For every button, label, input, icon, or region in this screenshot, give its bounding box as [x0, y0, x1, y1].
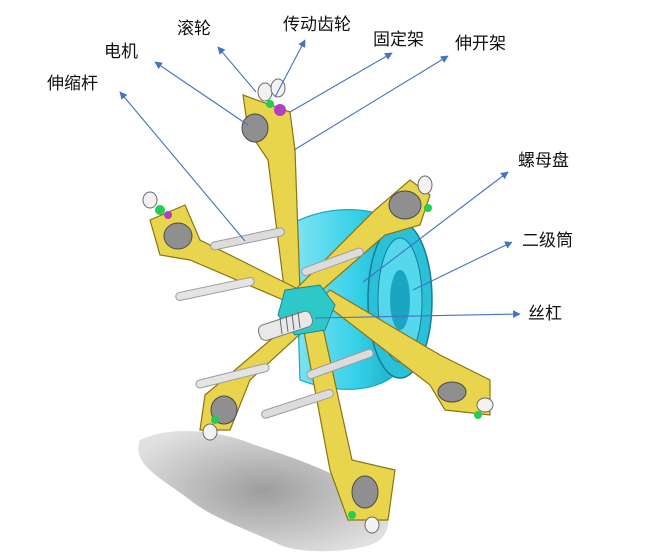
drive-gears: [155, 100, 482, 519]
leader-motor: [154, 61, 249, 126]
label-lead-screw: 丝杠: [528, 304, 562, 324]
label-fixed-frame: 固定架: [373, 30, 424, 50]
leader-roller: [217, 46, 257, 93]
leader-nut-plate: [362, 171, 509, 283]
label-secondary-cylinder: 二级筒: [522, 231, 573, 251]
motors: [163, 113, 467, 509]
label-drive-gear: 传动齿轮: [283, 15, 351, 35]
leader-telescopic-rod: [119, 91, 246, 242]
label-motor: 电机: [104, 42, 138, 62]
leader-lead-screw: [314, 310, 521, 319]
label-roller: 滚轮: [177, 19, 211, 39]
leader-extension-frame: [293, 55, 449, 151]
leader-drive-gear: [274, 39, 306, 98]
telescopic-rods: [175, 227, 374, 419]
central-hub: [257, 284, 336, 341]
leader-fixed-frame: [289, 52, 393, 113]
leader-secondary-cylinder: [412, 241, 513, 291]
label-telescopic-rod: 伸缩杆: [47, 74, 98, 94]
label-extension-frame: 伸开架: [455, 34, 506, 54]
rollers: [142, 78, 494, 534]
label-nut-plate: 螺母盘: [518, 151, 569, 171]
leader-lines: [119, 39, 521, 319]
ground-shadow: [138, 430, 389, 552]
